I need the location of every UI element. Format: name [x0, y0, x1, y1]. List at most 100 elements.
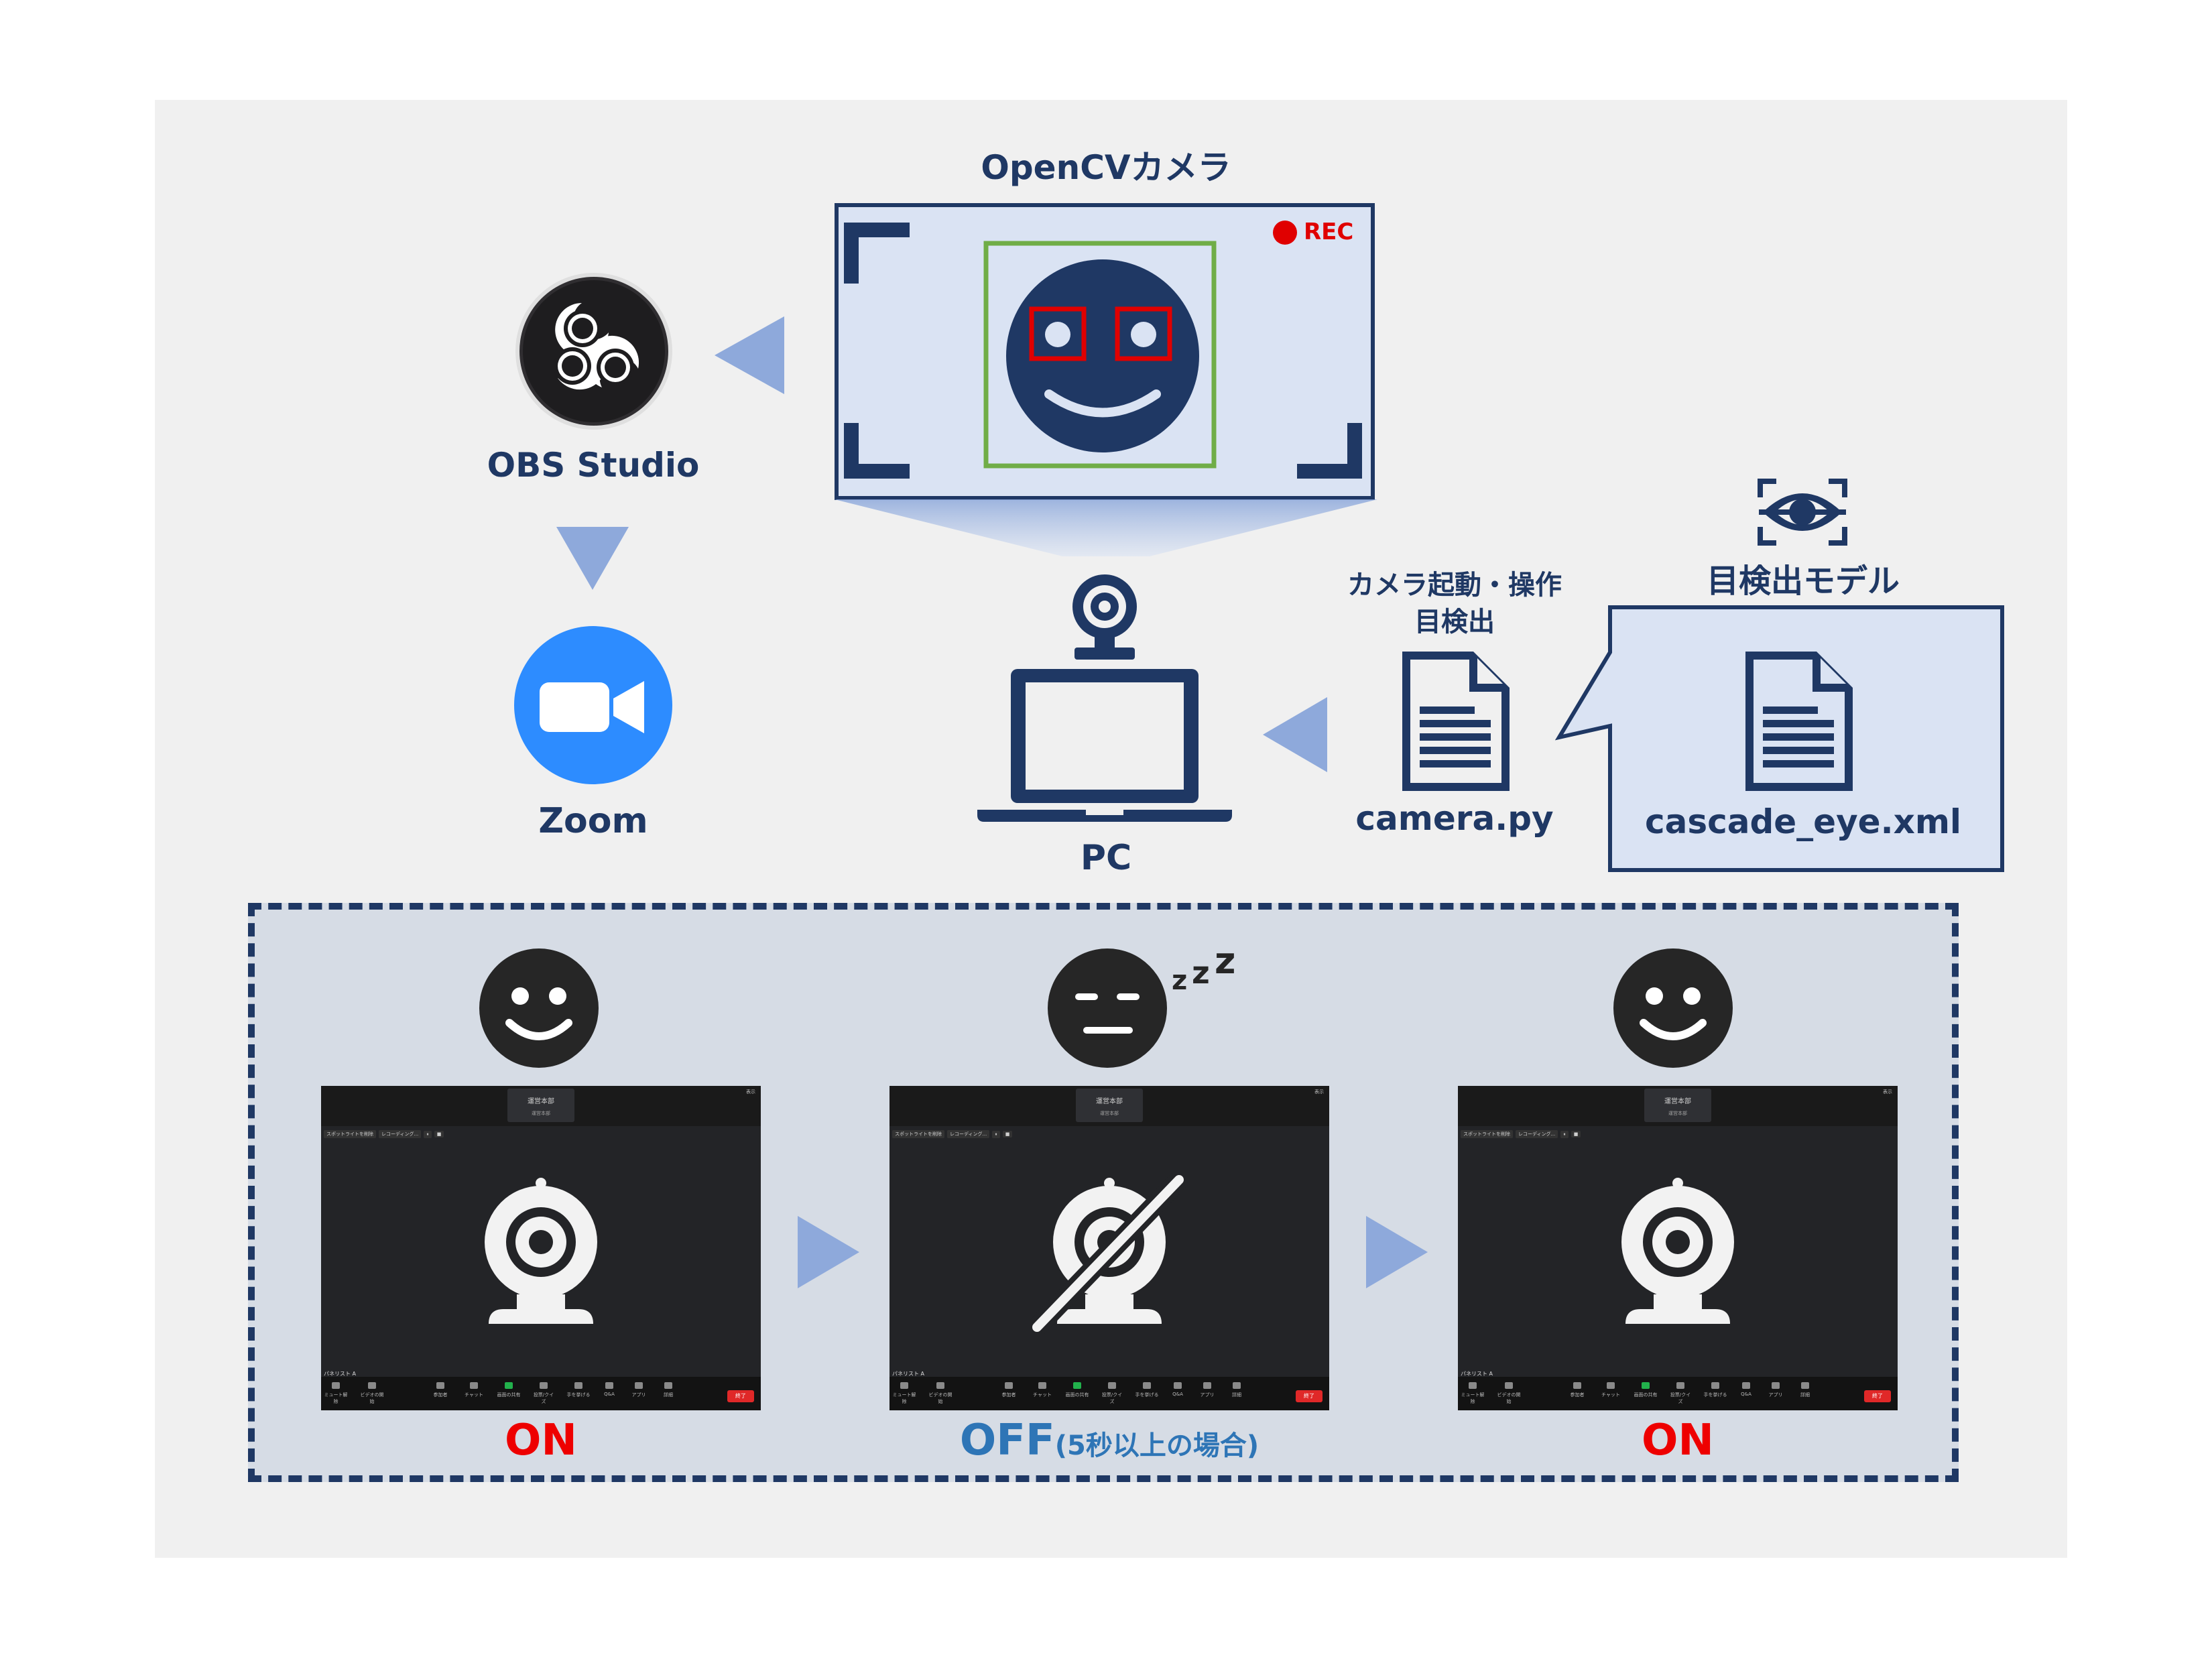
webcam-on-icon — [485, 1178, 597, 1324]
participant-card: 運営本部 運営本部 — [507, 1089, 574, 1122]
mic-button[interactable]: ミュート解除 — [892, 1382, 916, 1405]
share-screen-button[interactable]: 画面の共有 — [497, 1382, 521, 1398]
left-eye-detection-box — [1029, 306, 1087, 361]
state-on-label-2: ON — [1642, 1416, 1714, 1465]
chat-button[interactable]: チャット — [462, 1382, 486, 1398]
recording-indicator[interactable]: レコーディング... — [379, 1130, 422, 1138]
participant-card: 運営本部 運営本部 — [1644, 1089, 1711, 1122]
end-button[interactable]: 終了 — [1296, 1390, 1323, 1402]
raise-hand-button[interactable]: 手を挙げる — [1135, 1382, 1159, 1398]
camera-py-filename: camera.py — [1355, 799, 1554, 838]
state-off-main: OFF — [959, 1416, 1055, 1465]
qa-button[interactable]: Q&A — [597, 1382, 621, 1397]
right-eye-detection-box — [1115, 306, 1172, 361]
poll-button[interactable]: 投票/クイズ — [532, 1382, 556, 1405]
participant-name: 運営本部 — [1096, 1098, 1123, 1105]
spotlight-remove-button[interactable]: スポットライトを削除 — [324, 1130, 376, 1138]
raise-hand-button[interactable]: 手を挙げる — [1703, 1382, 1727, 1398]
zoom-logo-icon — [514, 626, 672, 784]
participants-button[interactable]: 参加者 — [428, 1382, 452, 1398]
pc-laptop-webcam-icon — [977, 574, 1232, 822]
state-on-label-1: ON — [505, 1416, 577, 1465]
panelist-name: パネリスト A — [324, 1371, 357, 1377]
qa-button[interactable]: Q&A — [1166, 1382, 1190, 1397]
more-button[interactable]: 詳細 — [1793, 1382, 1817, 1398]
video-button[interactable]: ビデオの開始 — [360, 1382, 384, 1405]
camera-py-file-icon — [1402, 652, 1510, 791]
spotlight-strip: スポットライトを削除レコーディング...⏸■ — [892, 1130, 1015, 1138]
webcam-icon — [1072, 574, 1137, 660]
pause-recording-button[interactable]: ⏸ — [424, 1131, 432, 1138]
participants-button[interactable]: 参加者 — [997, 1382, 1021, 1398]
poll-button[interactable]: 投票/クイズ — [1100, 1382, 1124, 1405]
pc-label: PC — [1080, 838, 1132, 878]
zoom-toolbar: ミュート解除 ビデオの開始 参加者 チャット 画面の共有 投票/クイズ 手を挙げ… — [889, 1377, 1329, 1410]
stop-recording-button[interactable]: ■ — [434, 1131, 444, 1138]
corner-bracket-top-left — [844, 223, 910, 284]
participant-card: 運営本部 運営本部 — [1076, 1089, 1143, 1122]
opencv-camera-frame — [835, 203, 1375, 500]
mic-button[interactable]: ミュート解除 — [324, 1382, 348, 1405]
share-screen-button[interactable]: 画面の共有 — [1634, 1382, 1658, 1398]
state-off-label: OFF(5秒以上の場合) — [922, 1416, 1297, 1465]
state-off-note: (5秒以上の場合) — [1054, 1430, 1259, 1461]
apps-button[interactable]: アプリ — [1764, 1382, 1788, 1398]
stop-recording-button[interactable]: ■ — [1571, 1131, 1581, 1138]
video-button[interactable]: ビデオの開始 — [1497, 1382, 1521, 1405]
arrow-right-on-to-off — [798, 1216, 859, 1288]
mic-button[interactable]: ミュート解除 — [1461, 1382, 1485, 1405]
panelist-name: パネリスト A — [892, 1371, 925, 1377]
chat-button[interactable]: チャット — [1030, 1382, 1054, 1398]
zoom-toolbar: ミュート解除 ビデオの開始 参加者 チャット 画面の共有 投票/クイズ 手を挙げ… — [1458, 1377, 1898, 1410]
qa-button[interactable]: Q&A — [1734, 1382, 1758, 1397]
cascade-xml-file-icon — [1745, 652, 1853, 791]
chat-button[interactable]: チャット — [1599, 1382, 1623, 1398]
end-button[interactable]: 終了 — [1864, 1390, 1891, 1402]
obs-studio-label: OBS Studio — [487, 446, 700, 485]
panelist-name: パネリスト A — [1461, 1371, 1493, 1377]
arrow-left-to-pc — [1263, 697, 1327, 772]
apps-button[interactable]: アプリ — [1195, 1382, 1219, 1398]
spotlight-remove-button[interactable]: スポットライトを削除 — [892, 1130, 944, 1138]
participants-button[interactable]: 参加者 — [1565, 1382, 1589, 1398]
recording-indicator[interactable]: レコーディング... — [1516, 1130, 1558, 1138]
stop-recording-button[interactable]: ■ — [1002, 1131, 1013, 1138]
laptop-icon — [977, 669, 1232, 822]
face-detection-box — [983, 241, 1217, 469]
camera-py-description-line2: 目検出 — [1414, 607, 1495, 637]
participant-sub: 運営本部 — [1100, 1111, 1119, 1116]
view-toggle[interactable]: 表示 — [1883, 1089, 1892, 1095]
participant-sub: 運営本部 — [1668, 1111, 1687, 1116]
view-toggle[interactable]: 表示 — [1314, 1089, 1324, 1095]
rec-dot-icon — [1273, 221, 1297, 245]
corner-bracket-bottom-left — [844, 423, 910, 479]
eye-model-title: 目検出モデル — [1706, 562, 1900, 600]
pause-recording-button[interactable]: ⏸ — [992, 1131, 1000, 1138]
share-screen-button[interactable]: 画面の共有 — [1065, 1382, 1089, 1398]
more-button[interactable]: 詳細 — [1225, 1382, 1249, 1398]
raise-hand-button[interactable]: 手を挙げる — [566, 1382, 591, 1398]
spotlight-remove-button[interactable]: スポットライトを削除 — [1461, 1130, 1513, 1138]
participant-name: 運営本部 — [528, 1098, 554, 1105]
apps-button[interactable]: アプリ — [627, 1382, 651, 1398]
arrow-down-to-zoom — [556, 527, 629, 590]
cascade-xml-filename: cascade_eye.xml — [1644, 802, 1962, 841]
zoom-screenshot-camera-on-1: 運営本部 運営本部 表示 スポットライトを削除レコーディング...⏸■ パネリス… — [321, 1086, 761, 1410]
sleeping-face-icon — [1048, 948, 1167, 1068]
zoom-toolbar: ミュート解除 ビデオの開始 参加者 チャット 画面の共有 投票/クイズ 手を挙げ… — [321, 1377, 761, 1410]
view-toggle[interactable]: 表示 — [746, 1089, 755, 1095]
arrow-left-to-obs — [715, 316, 784, 394]
obs-studio-logo-icon — [515, 273, 672, 430]
poll-button[interactable]: 投票/クイズ — [1668, 1382, 1693, 1405]
end-button[interactable]: 終了 — [727, 1390, 754, 1402]
arrow-right-off-to-on — [1366, 1216, 1428, 1288]
webcam-on-icon — [1621, 1178, 1734, 1324]
rec-label: REC — [1304, 219, 1354, 245]
recording-indicator[interactable]: レコーディング... — [947, 1130, 990, 1138]
opencv-camera-title: OpenCVカメラ — [981, 148, 1231, 187]
pause-recording-button[interactable]: ⏸ — [1560, 1131, 1569, 1138]
camera-py-description-line1: カメラ起動・操作 — [1347, 570, 1562, 601]
camera-projection-beam — [835, 499, 1377, 556]
more-button[interactable]: 詳細 — [656, 1382, 680, 1398]
video-button[interactable]: ビデオの開始 — [928, 1382, 953, 1405]
